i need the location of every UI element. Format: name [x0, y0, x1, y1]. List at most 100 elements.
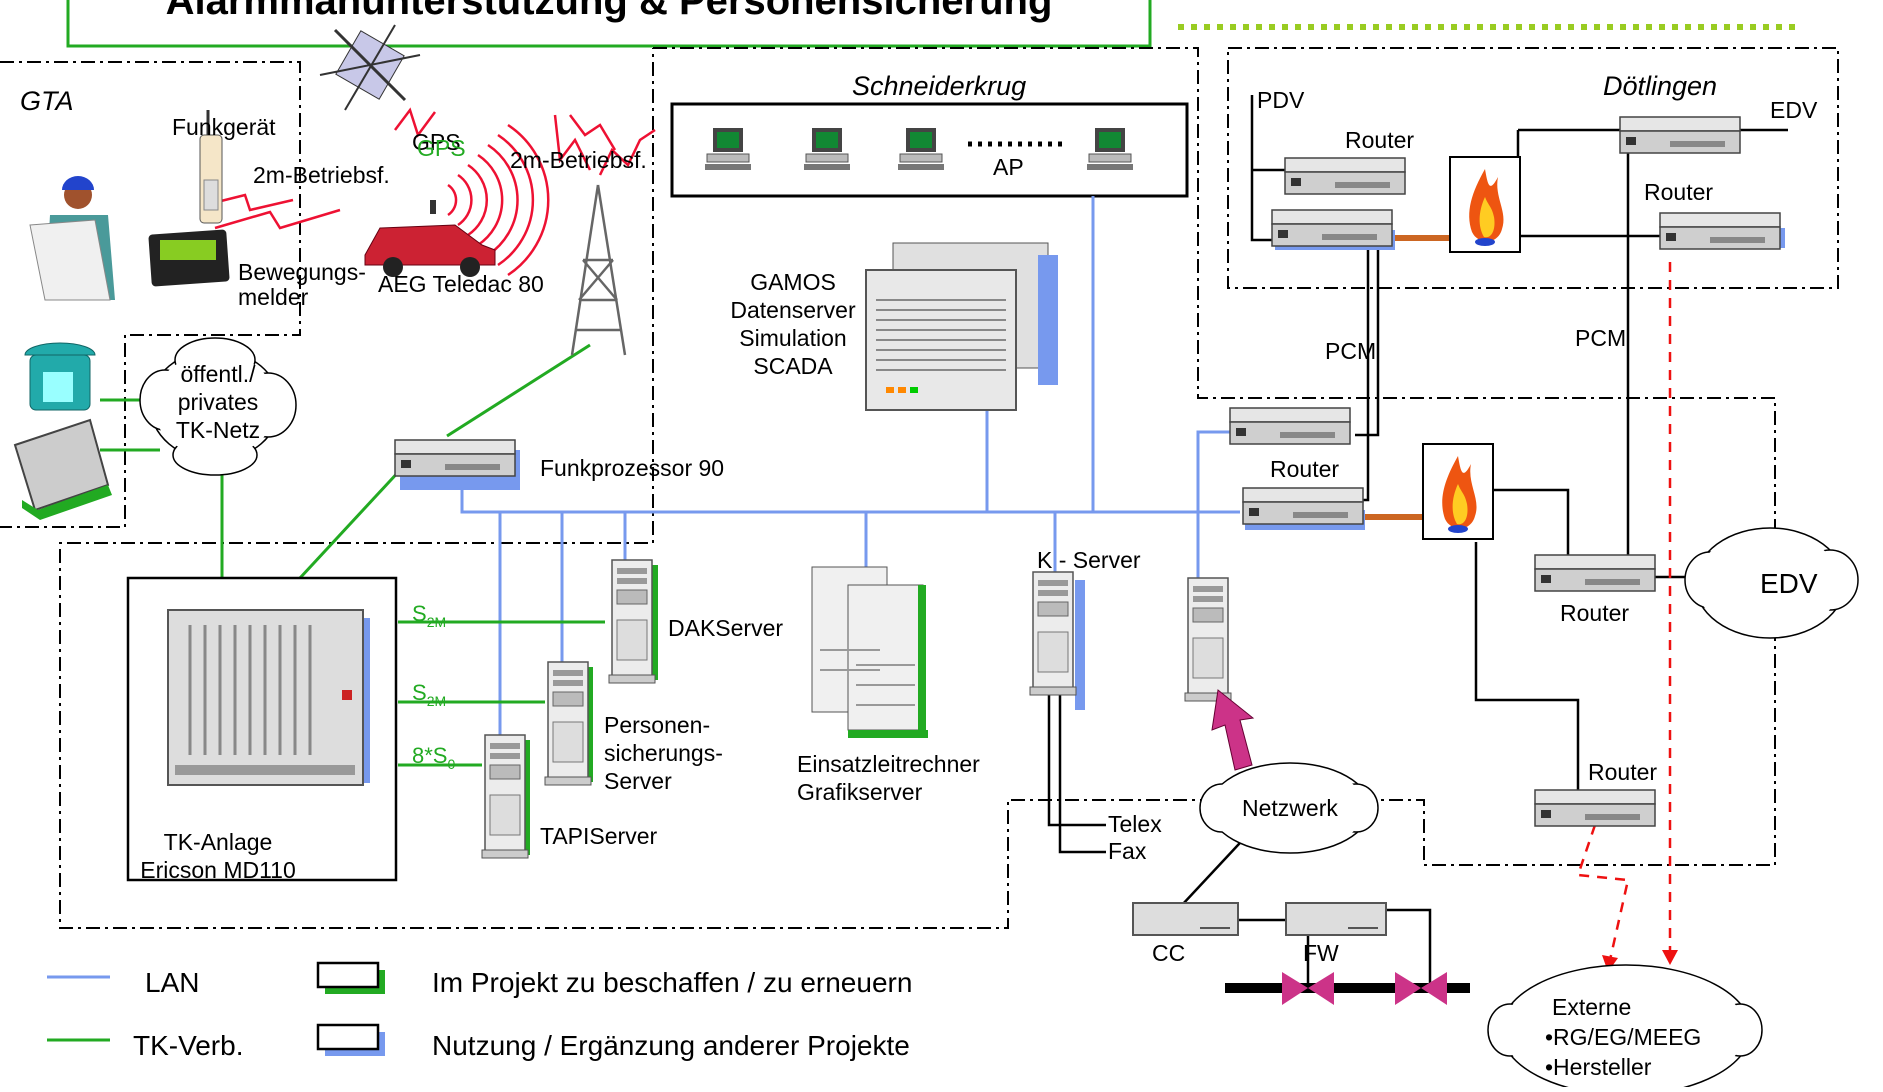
firewall-icon — [1422, 443, 1494, 540]
gamos-server-icon — [865, 242, 1058, 411]
router-icon — [1284, 157, 1406, 195]
region-label-gta: GTA — [20, 86, 74, 116]
funkgeraet-label: Funkgerät — [172, 114, 276, 140]
dakserver-label: DAKServer — [668, 615, 783, 641]
antenna-tower-icon — [570, 184, 627, 356]
router-icon — [1619, 116, 1741, 154]
server-icon — [1184, 577, 1232, 702]
magenta-arrow — [1211, 689, 1255, 771]
region-borders — [0, 47, 1839, 929]
tk-links — [47, 343, 605, 1042]
tk-netz-cloud — [139, 337, 297, 476]
firewall-icon — [1449, 156, 1521, 253]
betriebsfunk-label: 2m-Betriebsf. — [510, 147, 647, 173]
gps-label: GPS — [412, 129, 461, 155]
router-icon — [1229, 407, 1351, 445]
edv-cloud — [1684, 527, 1859, 639]
bewegungsmelder-label: melder — [238, 284, 309, 310]
s2m-label: S2M — [412, 680, 446, 709]
bewegungsmelder-label: Bewegungs- — [238, 259, 366, 285]
edv-cloud-label: EDV — [1760, 568, 1818, 599]
netzwerk-cloud — [1199, 762, 1379, 854]
tk-netz-label: TK-Netz — [176, 417, 260, 443]
satellite-icon — [319, 24, 421, 111]
router-icon — [1659, 212, 1785, 250]
pcm-label: PCM — [1325, 338, 1376, 364]
externe-label: Externe — [1552, 994, 1631, 1020]
legend-lan-label: LAN — [145, 967, 199, 998]
tapiserver-label: TAPIServer — [540, 823, 657, 849]
telex-label: Telex — [1108, 811, 1162, 837]
handheld-radio-icon — [199, 110, 223, 224]
car-icon — [364, 200, 496, 277]
router-icon — [1534, 554, 1656, 592]
gamos-label: GAMOS — [750, 269, 836, 295]
modem-icon — [13, 418, 112, 520]
betriebsfunk-label: 2m-Betriebsf. — [253, 162, 390, 188]
radio-waves — [447, 123, 550, 277]
gamos-label: Datenserver — [730, 297, 856, 323]
externe-cloud — [1487, 964, 1763, 1092]
legend: LAN TK-Verb. Im Projekt zu beschaffen / … — [133, 961, 912, 1061]
cc-label: CC — [1152, 940, 1185, 966]
region-label-schneiderkrug: Schneiderkrug — [852, 71, 1026, 101]
tk-anlage-icon — [167, 609, 370, 786]
router-label: Router — [1270, 456, 1339, 482]
motion-detector-icon — [148, 229, 230, 287]
title-box — [66, 0, 1152, 48]
region-label-doetlingen: Dötlingen — [1603, 71, 1717, 101]
tk-anlage-label: TK-Anlage — [164, 829, 273, 855]
external-links — [1576, 262, 1672, 961]
funkprozessor-icon — [394, 439, 520, 490]
dakserver-icon — [608, 559, 658, 684]
tk-netz-label: öffentl./ — [180, 361, 256, 387]
einsatz-label: Einsatzleitrechner — [797, 751, 980, 777]
legend-tk-label: TK-Verb. — [133, 1030, 243, 1061]
netzwerk-label: Netzwerk — [1242, 795, 1338, 821]
edv-label: EDV — [1770, 97, 1818, 123]
fax-label: Fax — [1108, 838, 1147, 864]
arrow-head — [1662, 950, 1678, 965]
tk-anlage-label: Ericson MD110 — [140, 857, 296, 883]
router-icon — [1242, 487, 1365, 530]
einsatz-label: Grafikserver — [797, 779, 923, 805]
externe-label: •RG/EG/MEEG — [1545, 1024, 1701, 1050]
einsatzleitrechner-icon — [811, 566, 928, 738]
gps-label-green: GPS — [417, 135, 466, 161]
router-label: Router — [1644, 179, 1713, 205]
pdv-label: PDV — [1257, 87, 1305, 113]
router-label: Router — [1345, 127, 1414, 153]
radio-links — [204, 107, 656, 230]
router-label: Router — [1588, 759, 1657, 785]
s2m-label: S2M — [412, 601, 446, 630]
arrow-head — [1602, 955, 1618, 972]
cc-device-icon — [1132, 902, 1239, 936]
funkprozessor-label: Funkprozessor 90 — [540, 455, 724, 481]
k-server-label: K - Server — [1037, 547, 1141, 573]
gamos-label: Simulation — [739, 325, 846, 351]
pcm-label: PCM — [1575, 325, 1626, 351]
ap-label: AP — [993, 154, 1024, 180]
phone-icon — [24, 342, 96, 411]
legend-projekt-label: Im Projekt zu beschaffen / zu erneuern — [432, 967, 912, 998]
legend-nutzung-label: Nutzung / Ergänzung anderer Projekte — [432, 1030, 910, 1061]
fw-label: FW — [1303, 940, 1339, 966]
personen-server-icon — [544, 661, 593, 786]
k-server-icon — [1029, 571, 1085, 710]
router-icon — [1534, 789, 1656, 827]
tapiserver-icon — [481, 734, 530, 859]
router-label: Router — [1560, 600, 1629, 626]
gamos-label: SCADA — [753, 353, 833, 379]
personen-label: sicherungs- — [604, 740, 723, 766]
fw-device-icon — [1285, 902, 1387, 936]
worker-icon — [29, 176, 115, 301]
personen-label: Server — [604, 768, 672, 794]
s0-label: 8*S0 — [412, 743, 455, 772]
valve-pipeline-icon — [1225, 972, 1470, 1005]
diagram-title: Alarmmanunterstützung & Personensicherun… — [166, 0, 1053, 23]
personen-label: Personen- — [604, 712, 710, 738]
externe-label: •Hersteller — [1545, 1054, 1652, 1080]
teledac-label: AEG Teledac 80 — [378, 271, 544, 297]
router-icon — [1271, 209, 1395, 250]
